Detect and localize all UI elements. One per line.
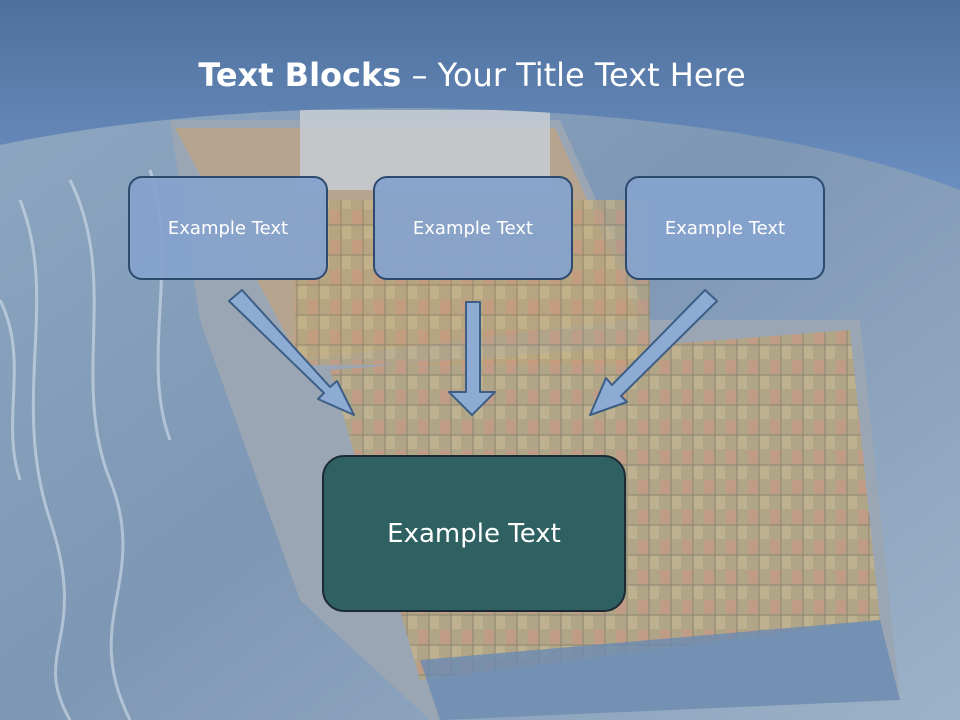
text-block-top-right[interactable]: Example Text	[625, 176, 825, 280]
slide-title: Text Blocks – Your Title Text Here	[0, 56, 944, 94]
arrows	[228, 289, 718, 416]
header-band	[0, 0, 960, 190]
text-block-top-left[interactable]: Example Text	[128, 176, 328, 280]
arrow-diagonal-down-left-icon	[589, 289, 718, 416]
title-bold: Text Blocks	[198, 56, 402, 94]
title-separator: –	[401, 56, 438, 94]
text-block-bottom[interactable]: Example Text	[322, 455, 626, 612]
text-block-top-center[interactable]: Example Text	[373, 176, 573, 280]
arrow-diagonal-down-right-icon	[228, 289, 355, 416]
title-rest: Your Title Text Here	[437, 56, 746, 94]
arrow-down-icon	[448, 301, 496, 416]
